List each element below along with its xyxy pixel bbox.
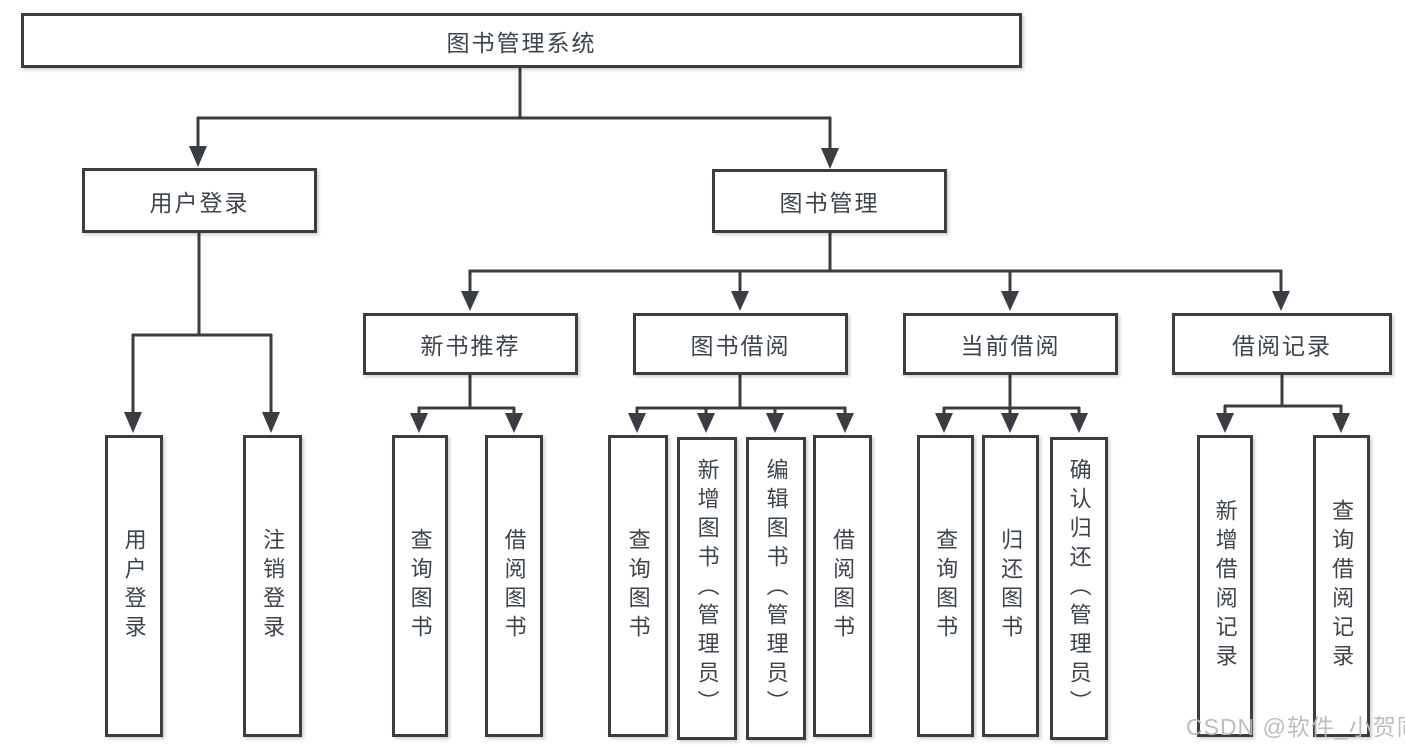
leaf-borrow-add-book: 新增图书（管理员） — [677, 437, 737, 740]
leaf-record-add-label: 新增借阅记录 — [1212, 499, 1238, 673]
leaf-current-query-book: 查询图书 — [917, 435, 974, 737]
leaf-recommend-borrow-book: 借阅图书 — [485, 435, 543, 737]
leaf-current-query-book-label: 查询图书 — [933, 528, 959, 644]
leaf-borrow-borrow-book-label: 借阅图书 — [830, 528, 856, 644]
leaf-borrow-add-book-label: 新增图书（管理员） — [694, 458, 720, 719]
leaf-borrow-borrow-book: 借阅图书 — [813, 435, 872, 737]
connector-root-to-level2 — [189, 68, 839, 169]
leaf-logout-label: 注销登录 — [260, 528, 286, 644]
leaf-user-login: 用户登录 — [105, 435, 163, 737]
leaf-borrow-edit-book-label: 编辑图书（管理员） — [763, 458, 789, 719]
leaf-user-login-label: 用户登录 — [121, 528, 147, 644]
node-borrow-record: 借阅记录 — [1172, 313, 1392, 375]
leaf-record-add: 新增借阅记录 — [1197, 435, 1253, 737]
node-current-borrow-label: 当前借阅 — [960, 333, 1061, 359]
node-book-management-label: 图书管理 — [779, 190, 880, 216]
connector-bookmgmt-to-level3 — [461, 233, 1290, 311]
connector-borrow-to-leaves — [628, 375, 854, 433]
leaf-current-return-book-label: 归还图书 — [998, 528, 1024, 644]
leaf-recommend-borrow-book-label: 借阅图书 — [501, 528, 527, 644]
node-book-borrow-label: 图书借阅 — [690, 333, 791, 359]
connector-recommend-to-leaves — [410, 375, 523, 433]
node-user-login: 用户登录 — [82, 168, 317, 233]
connector-current-to-leaves — [935, 375, 1088, 433]
leaf-borrow-query-book: 查询图书 — [608, 435, 668, 737]
leaf-record-query: 查询借阅记录 — [1313, 435, 1370, 737]
leaf-recommend-query-book-label: 查询图书 — [407, 528, 433, 644]
node-user-login-label: 用户登录 — [149, 189, 250, 216]
node-borrow-record-label: 借阅记录 — [1232, 333, 1332, 359]
node-new-book-recommend-label: 新书推荐 — [420, 333, 521, 359]
leaf-borrow-edit-book: 编辑图书（管理员） — [746, 437, 806, 740]
leaf-current-confirm-return-label: 确认归还（管理员） — [1066, 458, 1092, 719]
leaf-logout: 注销登录 — [243, 435, 302, 737]
node-current-borrow: 当前借阅 — [903, 313, 1118, 375]
leaf-borrow-query-book-label: 查询图书 — [625, 528, 651, 644]
connector-record-to-leaves — [1216, 375, 1350, 433]
node-new-book-recommend: 新书推荐 — [363, 313, 578, 375]
node-book-management: 图书管理 — [712, 169, 947, 233]
leaf-current-return-book: 归还图书 — [982, 435, 1039, 737]
node-root: 图书管理系统 — [21, 13, 1022, 68]
leaf-record-query-label: 查询借阅记录 — [1329, 499, 1355, 673]
node-root-label: 图书管理系统 — [446, 29, 597, 56]
leaf-current-confirm-return: 确认归还（管理员） — [1050, 437, 1108, 740]
leaf-recommend-query-book: 查询图书 — [392, 435, 448, 737]
node-book-borrow: 图书借阅 — [633, 313, 848, 375]
connector-userlogin-to-leaves — [124, 233, 280, 433]
csdn-watermark: CSDN @软件_小贺同学 — [1186, 714, 1405, 740]
